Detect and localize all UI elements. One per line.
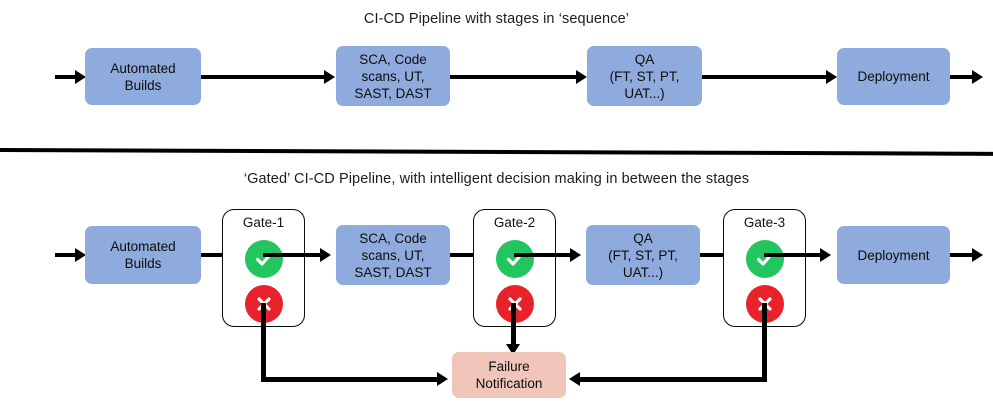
gate-2[interactable]: Gate-2 xyxy=(473,209,556,327)
row2-title: ‘Gated’ CI-CD Pipeline, with intelligent… xyxy=(243,171,750,187)
row2-connector-gate1-to-sca xyxy=(263,253,324,257)
row1-connector-2-arrowhead xyxy=(576,70,587,84)
gate3-fail-hline xyxy=(580,377,767,382)
gate1-fail-arrowhead xyxy=(437,372,448,386)
row2-connector-gate3-to-deployment-arrowhead xyxy=(820,248,831,262)
row2-connector-gate3-to-deployment xyxy=(764,253,824,257)
row2-connector-sca-to-gate2 xyxy=(450,253,482,257)
row1-stage-qa: QA (FT, ST, PT, UAT...) xyxy=(587,46,702,106)
row1-stage-deployment: Deployment xyxy=(837,48,950,105)
row1-stage-sca-code-scans: SCA, Code scans, UT, SAST, DAST xyxy=(336,46,450,106)
row2-stage-automated-builds: Automated Builds xyxy=(85,226,201,284)
row2-stage-deployment: Deployment xyxy=(837,226,950,284)
section-divider xyxy=(0,148,993,156)
row1-connector-2 xyxy=(450,75,580,79)
gate3-fail-arrowhead xyxy=(569,372,580,386)
gate-2-label: Gate-2 xyxy=(493,215,536,230)
gate-1-label: Gate-1 xyxy=(242,215,285,230)
row1-exit-arrowhead xyxy=(972,70,983,84)
gate1-fail-hline xyxy=(261,377,441,382)
row2-entry-line xyxy=(55,253,79,257)
row1-entry-line xyxy=(55,75,79,79)
row2-connector-gate1-to-sca-arrowhead xyxy=(320,248,331,262)
row1-connector-1-arrowhead xyxy=(324,70,335,84)
row2-stage-qa: QA (FT, ST, PT, UAT...) xyxy=(586,225,700,285)
row2-connector-gate2-to-qa-arrowhead xyxy=(570,248,581,262)
row2-exit-arrowhead xyxy=(972,248,983,262)
gate-3-check-circle-icon[interactable] xyxy=(745,240,784,278)
row1-stage-automated-builds: Automated Builds xyxy=(85,48,201,105)
gate1-fail-vline xyxy=(261,303,266,381)
gate-3-label: Gate-3 xyxy=(743,215,786,230)
row2-stage-sca-code-scans: SCA, Code scans, UT, SAST, DAST xyxy=(336,225,450,285)
row1-connector-1 xyxy=(201,75,328,79)
row2-connector-gate2-to-qa xyxy=(514,253,574,257)
gate-1-check-circle-icon[interactable] xyxy=(244,240,283,278)
row2-connector-qa-to-gate3 xyxy=(700,253,732,257)
gate-2-check-circle-icon[interactable] xyxy=(495,240,534,278)
failure-notification-node: Failure Notification xyxy=(452,352,566,398)
gate2-fail-vline xyxy=(511,303,516,347)
row1-entry-arrowhead xyxy=(75,70,86,84)
row1-title: CI-CD Pipeline with stages in ‘sequence’ xyxy=(363,11,630,27)
row1-connector-3-arrowhead xyxy=(826,70,837,84)
row2-entry-arrowhead xyxy=(75,248,86,262)
row1-exit-line xyxy=(950,75,976,79)
row2-exit-line xyxy=(950,253,976,257)
gate2-fail-arrowhead xyxy=(506,344,520,355)
row1-connector-3 xyxy=(702,75,830,79)
gate3-fail-vline xyxy=(762,303,767,381)
